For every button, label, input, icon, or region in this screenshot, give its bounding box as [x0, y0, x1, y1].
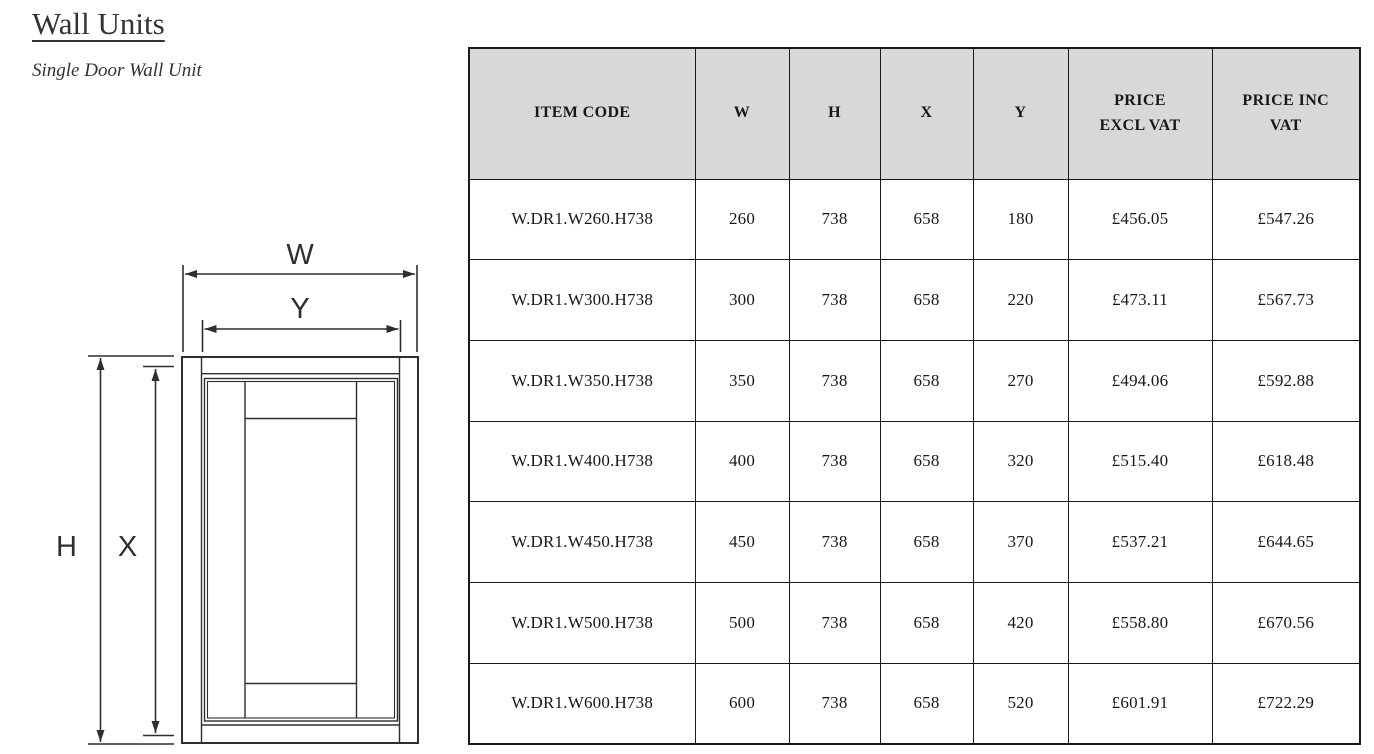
value-cell: 738 [788, 178, 881, 261]
value-cell: £601.91 [1067, 662, 1213, 745]
door-edge-line [206, 380, 396, 719]
title-block: Wall Units Single Door Wall Unit [32, 6, 202, 82]
column-header-w: W [694, 47, 790, 180]
cabinet-outline [181, 356, 419, 744]
value-cell: 600 [694, 662, 790, 745]
value-cell: 738 [788, 501, 881, 583]
value-cell: 658 [879, 420, 974, 503]
value-cell: 320 [972, 420, 1069, 503]
value-cell: 260 [694, 178, 790, 261]
value-cell: 350 [694, 339, 790, 422]
dimension-label-x: X [118, 531, 137, 563]
value-cell: £592.88 [1211, 339, 1361, 422]
value-cell: £618.48 [1211, 420, 1361, 503]
door-outline [203, 377, 399, 722]
page-subtitle: Single Door Wall Unit [32, 60, 202, 81]
value-cell: £456.05 [1067, 178, 1213, 261]
value-cell: 738 [788, 581, 881, 664]
value-cell: £547.26 [1211, 178, 1361, 261]
column-header-item_code: ITEM CODE [468, 47, 696, 180]
value-cell: £558.80 [1067, 581, 1213, 664]
value-cell: 420 [972, 581, 1069, 664]
value-cell: £722.29 [1211, 662, 1361, 745]
value-cell: 520 [972, 662, 1069, 745]
value-cell: £567.73 [1211, 259, 1361, 341]
value-cell: 658 [879, 178, 974, 261]
item-code-cell: W.DR1.W300.H738 [468, 259, 696, 341]
value-cell: £494.06 [1067, 339, 1213, 422]
value-cell: 738 [788, 420, 881, 503]
value-cell: £644.65 [1211, 501, 1361, 583]
value-cell: 658 [879, 662, 974, 745]
column-header-y: Y [972, 47, 1069, 180]
value-cell: £670.56 [1211, 581, 1361, 664]
item-code-cell: W.DR1.W400.H738 [468, 420, 696, 503]
value-cell: 738 [788, 662, 881, 745]
value-cell: 180 [972, 178, 1069, 261]
value-cell: £537.21 [1067, 501, 1213, 583]
value-cell: 658 [879, 259, 974, 341]
value-cell: £515.40 [1067, 420, 1213, 503]
dimension-label-h: H [56, 531, 77, 563]
value-cell: 738 [788, 339, 881, 422]
dimension-label-w: W [286, 239, 314, 271]
value-cell: 658 [879, 339, 974, 422]
unit-diagram-svg: W Y H X [56, 239, 419, 745]
value-cell: 370 [972, 501, 1069, 583]
page-title: Wall Units [32, 6, 165, 41]
value-cell: 400 [694, 420, 790, 503]
value-cell: 500 [694, 581, 790, 664]
item-code-cell: W.DR1.W500.H738 [468, 581, 696, 664]
value-cell: 658 [879, 581, 974, 664]
column-header-x: X [879, 47, 974, 180]
item-code-cell: W.DR1.W260.H738 [468, 178, 696, 261]
unit-diagram: W Y H X [50, 230, 460, 754]
item-code-cell: W.DR1.W450.H738 [468, 501, 696, 583]
value-cell: 300 [694, 259, 790, 341]
value-cell: 738 [788, 259, 881, 341]
item-code-cell: W.DR1.W350.H738 [468, 339, 696, 422]
value-cell: 220 [972, 259, 1069, 341]
value-cell: 450 [694, 501, 790, 583]
value-cell: £473.11 [1067, 259, 1213, 341]
value-cell: 270 [972, 339, 1069, 422]
dimension-label-y: Y [290, 293, 309, 325]
value-cell: 658 [879, 501, 974, 583]
column-header-h: H [788, 47, 881, 180]
item-code-cell: W.DR1.W600.H738 [468, 662, 696, 745]
